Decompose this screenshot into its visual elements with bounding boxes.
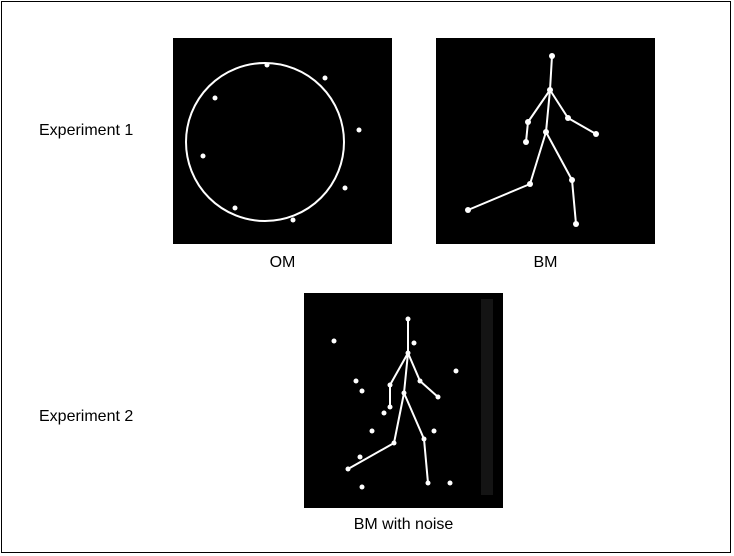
om-caption: OM (269, 254, 296, 271)
om-circle-graphic (185, 62, 362, 223)
bm-noise-walker-graphic (331, 299, 493, 495)
bm-walker-graphic (465, 53, 599, 227)
row-label-experiment-1: Experiment 1 (39, 122, 134, 139)
om-stimulus-panel (173, 38, 392, 244)
bm-stimulus-panel (436, 38, 655, 244)
bm-noise-caption: BM with noise (353, 516, 454, 533)
bm-caption: BM (533, 254, 558, 271)
bm-noise-stimulus-panel (304, 293, 503, 508)
row-label-experiment-2: Experiment 2 (39, 408, 134, 425)
